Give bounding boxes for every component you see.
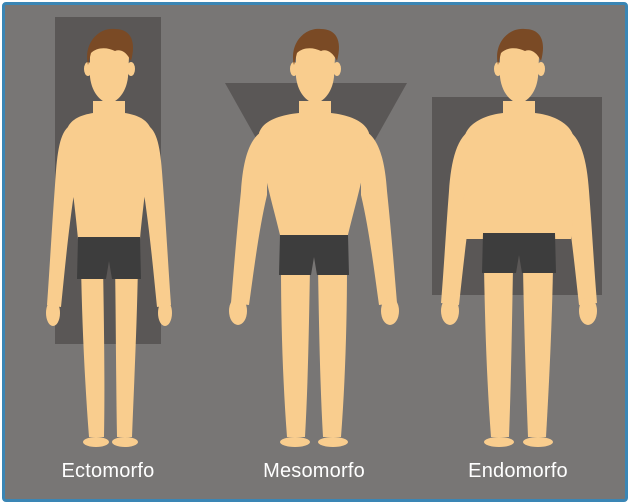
mesomorph-label: Mesomorfo <box>234 460 394 483</box>
ectomorph-label: Ectomorfo <box>28 460 188 483</box>
endomorph-label: Endomorfo <box>438 460 598 483</box>
endomorph-figure <box>441 29 597 447</box>
body-types-illustration <box>5 5 625 499</box>
